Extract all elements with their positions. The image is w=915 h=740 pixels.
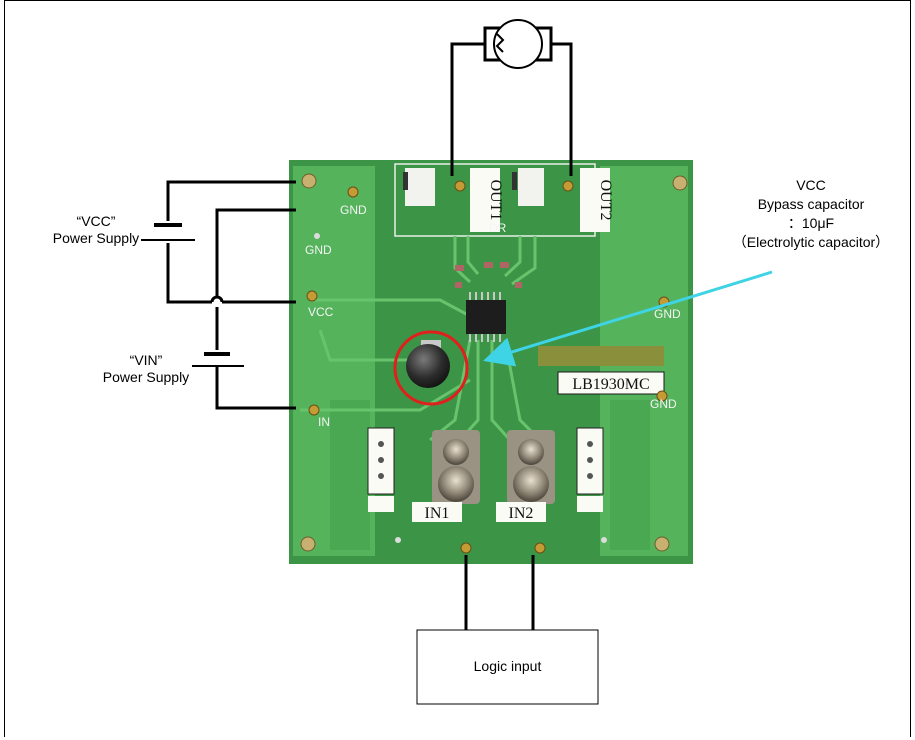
board-vcc-label: VCC: [308, 305, 334, 319]
board-gnd-label-1: GND: [340, 203, 367, 217]
vin-supply-label-line2: Power Supply: [102, 369, 190, 385]
vin-supply-label-line1: “VIN”: [129, 352, 163, 368]
motor-symbol: [483, 19, 553, 69]
logic-input-box: [416, 629, 599, 705]
driver-ic: [466, 292, 506, 342]
bypass-capacitor-label-line1: VCC: [796, 177, 826, 193]
board-gnd-label-3: GND: [654, 307, 681, 321]
vcc-power-supply-symbol: [141, 223, 195, 241]
diagram-frame: [4, 0, 911, 737]
board-in2-label: IN2: [509, 505, 534, 522]
bypass-capacitor-label: VCC Bypass capacitor ：10μF （Electrolytic…: [721, 176, 901, 252]
logic-input-label: Logic input: [473, 658, 542, 674]
bypass-capacitor-label-line4: （Electrolytic capacitor）: [732, 234, 890, 250]
board-out2-label: OUT2: [597, 180, 614, 221]
vcc-supply-label-line1: “VCC”: [76, 213, 116, 229]
board-out1-label: OUT1: [487, 180, 504, 221]
board-gnd-label-4: GND: [650, 397, 677, 411]
board-in1-label: IN1: [425, 505, 450, 522]
board-in-label: IN: [318, 415, 330, 429]
toggle-switch-in1: [432, 430, 480, 504]
wiring: [166, 42, 573, 630]
vcc-supply-label: “VCC” Power Supply: [36, 213, 156, 247]
board-model-label: LB1930MC: [572, 376, 649, 393]
toggle-switch-in2: [507, 430, 555, 504]
bypass-capacitor-label-line2: Bypass capacitor: [757, 196, 865, 212]
bypass-capacitor: [406, 340, 450, 388]
board-gnd-label-2: GND: [305, 243, 332, 257]
capacitor-highlight-circle: [393, 330, 469, 406]
vcc-supply-label-line2: Power Supply: [52, 230, 140, 246]
board-dr-label: DR: [489, 221, 507, 235]
capacitor-pointer-arrow: [483, 270, 773, 367]
vin-supply-label: “VIN” Power Supply: [86, 352, 206, 386]
bypass-capacitor-label-line3: ：10μF: [787, 215, 835, 231]
corner-screws: [300, 173, 688, 552]
vin-power-supply-symbol: [192, 352, 244, 367]
